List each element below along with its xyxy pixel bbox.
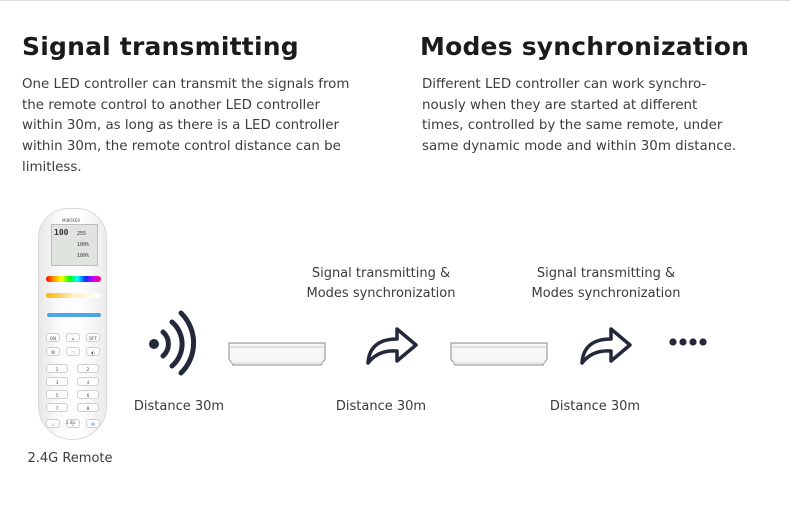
remote-brand-logo: MiBOXER xyxy=(62,218,81,223)
desc-line: within 30m, the remote control distance … xyxy=(22,139,341,155)
zone-8-key: 8 xyxy=(77,403,99,412)
off-key: OFF xyxy=(86,333,100,342)
wifi-signal-icon xyxy=(149,310,197,376)
distance-label-1: Distance 30m xyxy=(133,399,225,414)
sync-label-line: Signal transmitting & xyxy=(536,266,676,281)
rgb-color-wheel-strip xyxy=(46,276,101,282)
ellipsis-dots-icon xyxy=(669,338,707,346)
share-arrow-icon xyxy=(366,327,418,365)
remote-control-image: MiBOXER 100 255 100% 100% ON ⌂ OFF W ♡ ◐… xyxy=(38,208,107,440)
modes-synchronization-description: Different LED controller can work synchr… xyxy=(422,75,784,158)
desc-line: limitless. xyxy=(22,159,82,175)
desc-line: One LED controller can transmit the sign… xyxy=(22,77,350,92)
desc-line: nously when they are started at differen… xyxy=(422,97,698,113)
desc-line: the remote control to another LED contro… xyxy=(22,97,321,113)
top-divider xyxy=(0,0,790,1)
speed-key: ♡ xyxy=(66,347,80,356)
zone-4-key: 4 xyxy=(77,377,99,386)
lcd-value-1: 255 xyxy=(77,231,87,237)
brightness-strip xyxy=(47,313,101,317)
led-controller-1 xyxy=(228,342,326,366)
sync-label-2: Signal transmitting & Modes synchronizat… xyxy=(521,264,691,304)
desc-line: times, controlled by the same remote, un… xyxy=(422,118,723,134)
distance-label-2: Distance 30m xyxy=(335,399,427,414)
zone-3-key: 3 xyxy=(46,377,68,386)
dynamic-key: ◐ xyxy=(86,347,100,356)
remote-lcd-screen: 100 255 100% 100% xyxy=(51,224,98,266)
lcd-value-2: 100% xyxy=(77,242,90,248)
led-controller-2 xyxy=(450,342,548,366)
lcd-main-value: 100 xyxy=(54,228,69,237)
link-key: ↓ xyxy=(46,419,60,428)
desc-line: Different LED controller can work synchr… xyxy=(422,77,707,92)
distance-label-3: Distance 30m xyxy=(549,399,641,414)
sync-label-line: Modes synchronization xyxy=(306,286,456,301)
zone-6-key: 6 xyxy=(77,390,99,399)
home-key: ⌂ xyxy=(66,333,80,342)
signal-transmitting-heading: Signal transmitting xyxy=(22,32,299,61)
unlink-key: ↓ xyxy=(66,419,80,428)
zone-2-key: 2 xyxy=(77,364,99,373)
zone-5-key: 5 xyxy=(46,390,68,399)
share-arrow-icon xyxy=(580,327,632,365)
sync-label-line: Modes synchronization xyxy=(531,286,681,301)
zone-1-key: 1 xyxy=(46,364,68,373)
master-key: M xyxy=(86,419,100,428)
on-key: ON xyxy=(46,333,60,342)
sync-label-line: Signal transmitting & xyxy=(311,266,451,281)
desc-line: within 30m, as long as there is a LED co… xyxy=(22,118,339,134)
zone-7-key: 7 xyxy=(46,403,68,412)
remote-caption: 2.4G Remote xyxy=(27,451,113,466)
modes-synchronization-heading: Modes synchronization xyxy=(420,32,750,61)
signal-transmitting-description: One LED controller can transmit the sign… xyxy=(22,75,394,179)
color-temperature-strip xyxy=(46,293,101,298)
sync-label-1: Signal transmitting & Modes synchronizat… xyxy=(296,264,466,304)
remote-footer-logo: 2.4G xyxy=(66,420,76,425)
mode-key: W xyxy=(46,347,60,356)
desc-line: same dynamic mode and within 30m distanc… xyxy=(422,139,737,155)
lcd-value-3: 100% xyxy=(77,253,90,259)
